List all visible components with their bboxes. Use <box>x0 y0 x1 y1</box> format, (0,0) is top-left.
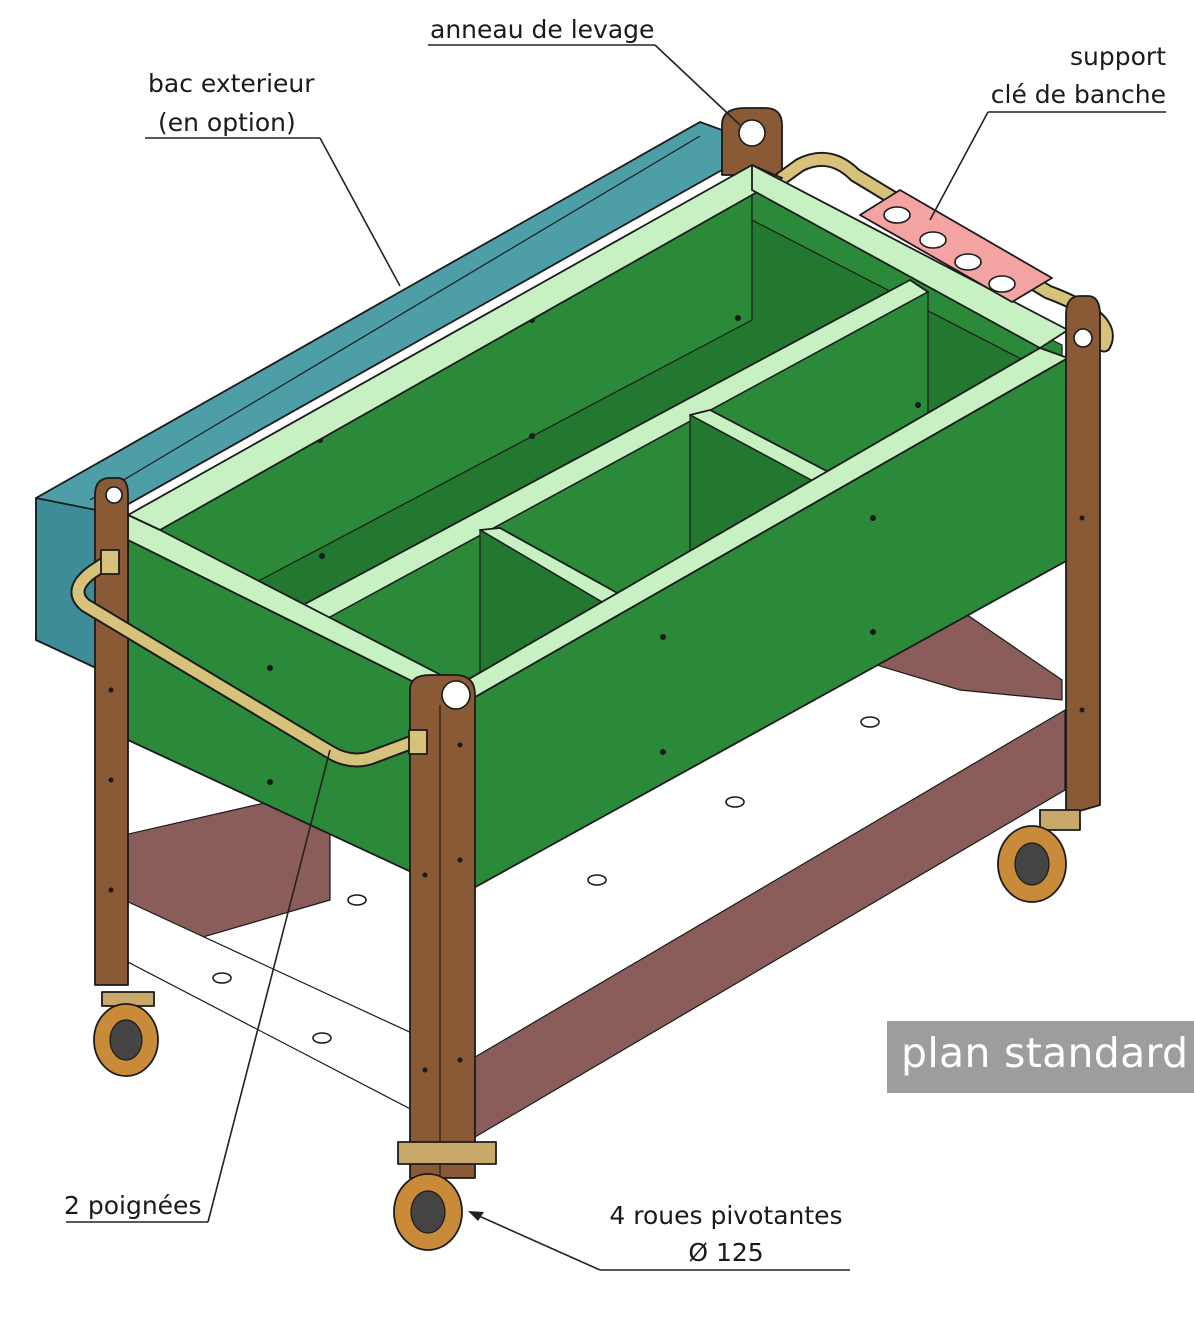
outer-tray <box>35 121 723 669</box>
callout-handles: 2 poignées <box>64 749 331 1223</box>
badge-text: plan standard <box>901 1029 1189 1077</box>
label-wheels-line2: Ø 125 <box>688 1238 763 1267</box>
bin-top-rim <box>127 164 1069 701</box>
callout-outer-tray: bac exterieur (en option) <box>145 69 401 287</box>
label-outer-tray-line1: bac exterieur <box>148 69 315 98</box>
callout-wheels: 4 roues pivotantes Ø 125 <box>468 1201 850 1271</box>
plan-standard-badge: plan standard <box>887 1021 1194 1093</box>
label-outer-tray-line2: (en option) <box>158 108 296 137</box>
label-lifting-ring: anneau de levage <box>430 15 654 44</box>
bin-interior <box>127 179 1063 772</box>
callout-lifting-ring: anneau de levage <box>428 15 741 126</box>
front-right-upright <box>409 674 476 1179</box>
key-holder-plate <box>859 189 1053 303</box>
wheel-rear-right <box>997 809 1081 903</box>
label-key-holder-line1: support <box>1070 42 1166 71</box>
lower-shelf <box>123 609 1066 1142</box>
wheel-front-right <box>393 1141 497 1251</box>
label-handles: 2 poignées <box>64 1191 201 1220</box>
wheel-front-left <box>93 991 159 1077</box>
label-wheels-line1: 4 roues pivotantes <box>609 1201 842 1230</box>
label-key-holder-line2: clé de banche <box>991 80 1166 109</box>
callout-key-holder: support clé de banche <box>929 42 1166 221</box>
front-left-upright <box>94 477 129 986</box>
rear-left-upright-right <box>1065 295 1101 816</box>
